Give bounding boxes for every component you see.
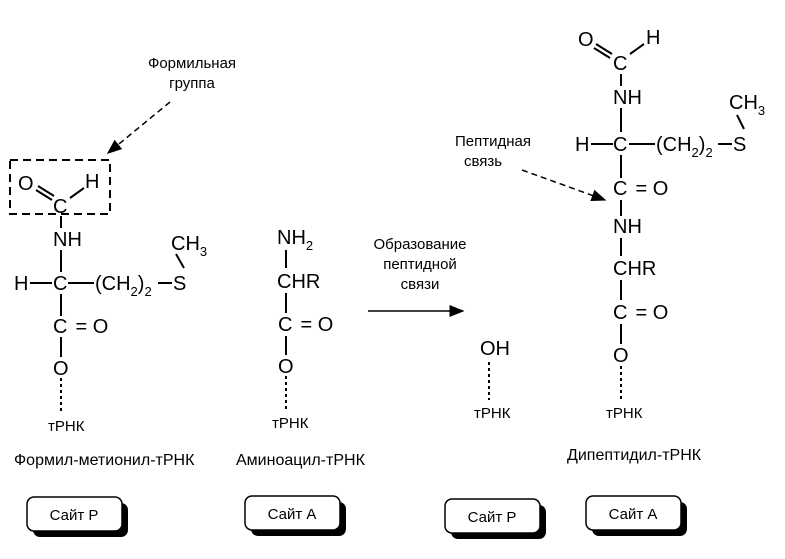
ester-oxygen-2: O: [278, 356, 294, 378]
carbonyl-1: C= O: [53, 316, 108, 338]
peptide-bond-arrow: [521, 169, 607, 202]
formyl-hydrogen-4: H: [646, 27, 660, 49]
formyl-co-bond-second: [35, 189, 53, 201]
formyl-carbon-4: C: [613, 53, 627, 75]
formyl-methionyl-trna-structure: O H C NH H C (CH2)2 S CH3 C= O O тРНК: [14, 171, 207, 435]
carbonyl-2: C= O: [278, 314, 333, 336]
trna-label-1: тРНК: [48, 418, 85, 435]
formyl-co-bond: [37, 185, 55, 197]
peptide-bond-label-line1: Пептидная: [455, 133, 531, 150]
reaction-label-line1: Образование: [374, 236, 467, 253]
site-p-label-right: Сайт Р: [468, 509, 517, 526]
site-p-button-right[interactable]: Сайт Р: [444, 498, 546, 539]
ester-oxygen-4: O: [613, 345, 629, 367]
formyl-carbon: C: [53, 196, 67, 218]
nh-group-1: NH: [53, 229, 82, 251]
formyl-ch-bond-4: [629, 43, 645, 55]
site-a-label-right: Сайт А: [609, 506, 658, 523]
site-p-button-left[interactable]: Сайт Р: [26, 496, 128, 537]
reaction-label-line3: связи: [401, 276, 440, 293]
methyl-4: CH3: [729, 92, 765, 118]
alpha-hydrogen-1: H: [14, 273, 28, 295]
alpha-carbon-1: C: [53, 273, 67, 295]
bond-s-ch3-1: [175, 253, 185, 269]
alpha-hydrogen-4: H: [575, 134, 589, 156]
sulfur-4: S: [733, 134, 746, 156]
sulfur-1: S: [173, 273, 186, 295]
side-chain-ch2-4: (CH2)2: [656, 134, 713, 160]
formyl-group-box: [9, 159, 111, 215]
caption-formyl-methionyl-trna: Формил-метионил-тРНК: [14, 452, 195, 469]
caption-aminoacyl-trna: Аминоацил-тРНК: [236, 452, 366, 469]
reaction-label-line2: пептидной: [383, 256, 457, 273]
chr-2: CHR: [277, 271, 320, 293]
free-trna-structure: OH тРНК: [474, 338, 511, 422]
site-p-label-left: Сайт Р: [50, 507, 99, 524]
formyl-ch-bond: [69, 187, 85, 199]
alpha-carbon-4a: C: [613, 134, 627, 156]
aminoacyl-trna-structure: NH2 CHR C= O O тРНК: [272, 227, 333, 432]
nh-group-4b: NH: [613, 216, 642, 238]
chr-4: CHR: [613, 258, 656, 280]
reaction-annotation: Образование пептидной связи: [368, 236, 467, 317]
formyl-oxygen-4: O: [578, 29, 594, 51]
dipeptidyl-trna-structure: O H C NH H C (CH2)2 S CH3 C= O NH CHR C=…: [575, 27, 765, 422]
formyl-group-label-line1: Формильная: [148, 55, 236, 72]
peptide-bond-label-line2: связь: [464, 153, 502, 170]
caption-dipeptidyl-trna: Дипептидил-тРНК: [567, 447, 702, 464]
formyl-group-arrow: [106, 101, 171, 154]
formyl-oxygen: O: [18, 173, 34, 195]
formyl-co-bond-4-second: [593, 47, 611, 59]
carbonyl-4a: C= O: [613, 178, 668, 200]
formyl-co-bond-4: [595, 43, 613, 55]
site-a-label-left: Сайт А: [268, 506, 317, 523]
hydroxyl-3: OH: [480, 338, 510, 360]
site-a-button-left[interactable]: Сайт А: [244, 495, 346, 536]
peptide-bond-annotation: Пептидная связь: [455, 133, 607, 202]
carbonyl-4b: C= O: [613, 302, 668, 324]
side-chain-ch2-1: (CH2)2: [95, 273, 152, 299]
nh-group-4a: NH: [613, 87, 642, 109]
formyl-hydrogen: H: [85, 171, 99, 193]
trna-label-4: тРНК: [606, 405, 643, 422]
trna-label-3: тРНК: [474, 405, 511, 422]
amino-group-2: NH2: [277, 227, 313, 253]
formyl-group-annotation: Формильная группа: [9, 55, 236, 215]
ester-oxygen-1: O: [53, 358, 69, 380]
site-a-button-right[interactable]: Сайт А: [585, 495, 687, 536]
bond-s-ch3-4: [736, 114, 745, 130]
trna-label-2: тРНК: [272, 415, 309, 432]
formyl-group-label-line2: группа: [169, 75, 215, 92]
methyl-1: CH3: [171, 233, 207, 259]
